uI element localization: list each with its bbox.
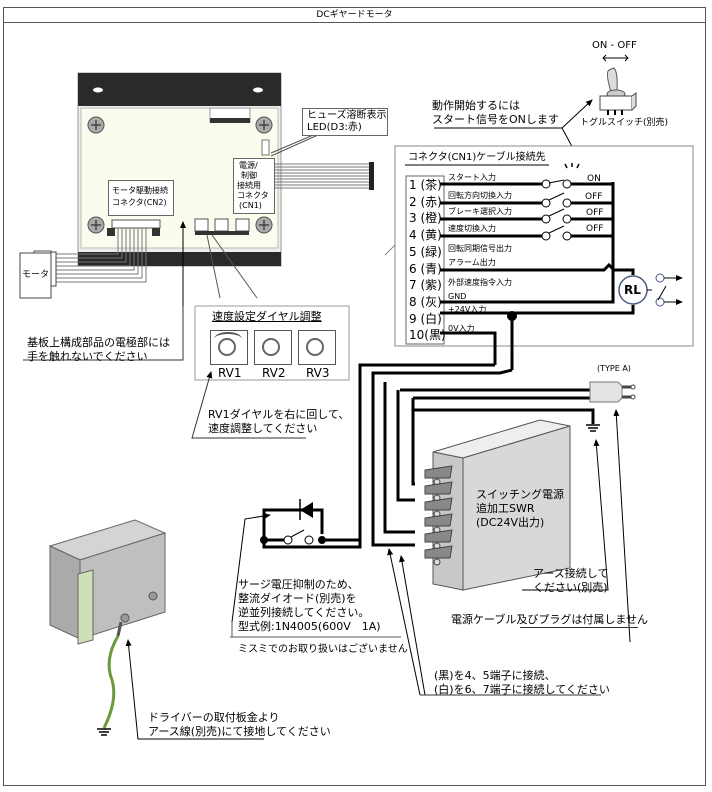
- start-instruction-line2: スタート信号をONします: [432, 113, 559, 126]
- switch-contacts: [541, 179, 572, 241]
- dial-label-rv1: RV1: [218, 366, 242, 380]
- signal-alarm-output: アラーム出力: [448, 258, 496, 267]
- pin-label-3: 3 (橙): [409, 211, 442, 225]
- start-instruction-line1: 動作開始するには: [432, 99, 520, 112]
- dial-label-rv2: RV2: [262, 366, 286, 380]
- cn1-label-line4: コネクタ: [237, 191, 269, 200]
- pin-label-10: 10(黒): [409, 328, 446, 342]
- diode-icon: [300, 502, 313, 518]
- cn1-label-line1: 電源/: [239, 161, 258, 170]
- dial-knob-icon: [262, 338, 280, 356]
- signal-ext-speed-input: 外部速度指令入力: [448, 278, 512, 287]
- pin-label-1: 1 (茶): [409, 178, 442, 192]
- pin-label-6: 6 (青): [409, 262, 442, 276]
- cn1-label-line2: 制御: [241, 171, 257, 180]
- driver-board: [55, 72, 374, 283]
- pin-label-2: 2 (赤): [409, 195, 442, 209]
- spark-icon: [564, 163, 580, 169]
- signal-0v-input: 0V入力: [448, 324, 475, 333]
- motor: [19, 250, 57, 299]
- relay-label: RL: [624, 283, 641, 297]
- diagram-title: DCギヤードモータ: [3, 7, 706, 23]
- dial-label-rv3: RV3: [306, 366, 330, 380]
- cn1-label-line5: (CN1): [239, 201, 262, 210]
- toggle-switch-icon: [599, 54, 637, 115]
- switch-state-4: OFF: [586, 224, 604, 234]
- toggle-state-label: ON - OFF: [592, 40, 637, 51]
- ground-icon: [586, 424, 600, 432]
- switch-state-2: OFF: [585, 192, 603, 202]
- ground-icon: [97, 728, 111, 736]
- speed-dial-heading: 速度設定ダイヤル調整: [212, 310, 322, 323]
- cn1-table-heading: コネクタ(CN1)ケーブル接続先: [408, 152, 546, 163]
- plug-type-label: (TYPE A): [597, 364, 631, 373]
- pin-label-8: 8 (灰): [409, 295, 442, 309]
- signal-start-input: スタート入力: [448, 173, 496, 182]
- surge-note-line4: 型式例:1N4005(600V 1A): [238, 620, 381, 633]
- plug-icon: [589, 381, 636, 403]
- cn1-label-line3: 接続用: [237, 181, 261, 190]
- bracket-note-line2: アース線(別売)にて接地してください: [148, 725, 331, 738]
- surge-note-line2: 整流ダイオード(別売)を: [238, 592, 357, 605]
- pin-label-7: 7 (紫): [409, 278, 442, 292]
- surge-note-line1: サージ電圧抑制のため、: [238, 578, 359, 591]
- dial-knob-icon: [306, 338, 324, 356]
- dial-rv3[interactable]: [298, 330, 336, 365]
- psu-label-line1: スイッチング電源: [476, 488, 564, 501]
- surge-disclaimer: ミスミでのお取り扱いはございません: [238, 644, 408, 655]
- board-warning-line1: 基板上構成部品の電極部には: [27, 336, 170, 349]
- rv1-instruction-line1: RV1ダイヤルを右に回して、: [208, 408, 350, 421]
- signal-direction-input: 回転方向切換入力: [448, 191, 512, 200]
- screw-icon: [87, 216, 105, 234]
- earth-note-line1: アース接続して: [533, 567, 609, 580]
- led-label-line1: ヒューズ溶断表示: [307, 110, 387, 121]
- led-label-line2: LED(D3:赤): [307, 122, 362, 133]
- led-callout: ヒューズ溶断表示 LED(D3:赤): [302, 108, 388, 136]
- cable-note-underline: [520, 627, 638, 628]
- toggle-switch-name: トグルスイッチ(別売): [580, 118, 669, 128]
- screw-icon: [87, 116, 105, 134]
- signal-gnd: GND: [448, 292, 467, 301]
- switch-state-3: OFF: [586, 208, 604, 218]
- cn2-label-line2: コネクタ(CN2): [112, 198, 167, 207]
- cable-note: 電源ケーブル及びプラグは付属しません: [451, 613, 649, 626]
- board-warning-line2: 手を触れないでください: [27, 350, 148, 363]
- signal-speed-switch-input: 速度切換入力: [448, 224, 496, 233]
- dial-rv2[interactable]: [254, 330, 292, 365]
- signal-sync-output: 回転同期信号出力: [448, 244, 512, 253]
- mounting-bracket: [48, 519, 167, 645]
- motor-label: モータ: [22, 270, 50, 280]
- switch-state-1: ON: [587, 174, 601, 184]
- psu-label-line3: (DC24V出力): [476, 516, 545, 529]
- psu-terminals: [424, 465, 453, 566]
- wire-note-line1: (黒)を4、5端子に接続、: [434, 669, 556, 682]
- cn1-pin-block: [405, 175, 445, 345]
- screw-icon: [255, 216, 273, 234]
- dial-rv1[interactable]: [210, 330, 248, 365]
- screw-icon: [255, 116, 273, 134]
- cn2-callout: モータ駆動接続 コネクタ(CN2): [108, 180, 174, 216]
- signal-brake-input: ブレーキ選択入力: [448, 207, 512, 216]
- surge-note-line3: 逆並列接続してください。: [238, 606, 370, 619]
- rotate-arrow-icon: [214, 332, 242, 346]
- psu-label-line2: 追加工SWR: [476, 502, 535, 515]
- pin-label-5: 5 (緑): [409, 245, 442, 259]
- cn2-label-line1: モータ駆動接続: [112, 186, 168, 195]
- cn1-wires: [440, 182, 635, 365]
- cn1-callout: 電源/ 制御 接続用 コネクタ (CN1): [233, 158, 275, 214]
- rv1-instruction-line2: 速度調整してください: [208, 422, 318, 435]
- psu-wires: [262, 363, 610, 549]
- pin-label-4: 4 (黄): [409, 228, 442, 242]
- signal-24v-input: +24V入力: [448, 305, 487, 314]
- earth-note-line2: ください(別売): [533, 581, 608, 594]
- wire-note-line2: (白)を6、7端子に接続してください: [434, 683, 610, 696]
- ground-wire: [102, 635, 120, 729]
- bracket-note-line1: ドライバーの取付板金より: [148, 711, 280, 724]
- board-top-plate: [78, 73, 281, 106]
- diode-switch-circuit: [260, 499, 360, 545]
- relay-icon: [618, 273, 683, 307]
- pin-label-9: 9 (白): [409, 312, 442, 326]
